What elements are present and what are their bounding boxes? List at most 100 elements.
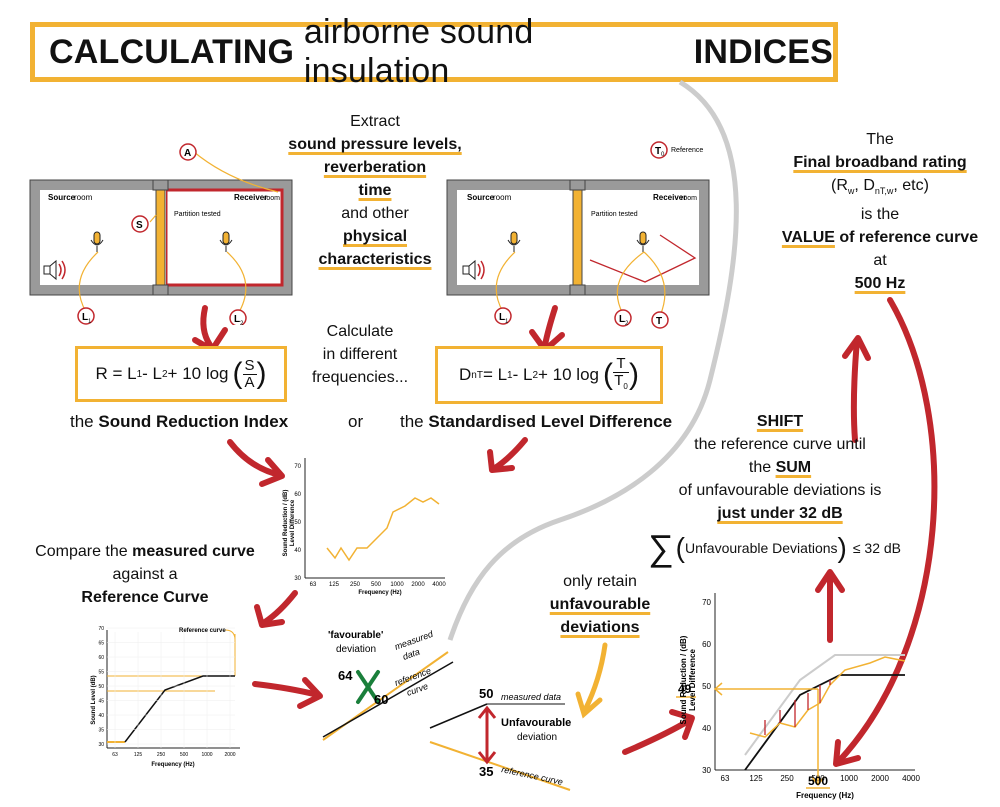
- svg-text:L: L: [234, 314, 240, 325]
- left-partition-label: Partition tested: [174, 211, 221, 218]
- left-room-diagram: Source room Receiver room Partition test…: [29, 143, 293, 325]
- svg-text:2: 2: [240, 321, 244, 325]
- final-xtick: 4000: [902, 774, 920, 783]
- tag-t0: [650, 141, 668, 159]
- only-retain-text: only retain unfavourable deviations: [549, 573, 651, 636]
- or-label: or: [348, 412, 364, 431]
- final-xtick: 2000: [871, 774, 889, 783]
- final-rating-text: The Final broadband rating (Rw, DnT,w, e…: [781, 131, 979, 293]
- measured-xtick: 1000: [390, 582, 404, 588]
- final-ylabel-2: Level Difference: [688, 649, 697, 711]
- svg-text:L: L: [82, 312, 88, 323]
- measured-ylabel-2: Level Difference: [290, 499, 296, 546]
- title-middle: airborne sound insulation: [303, 13, 534, 90]
- main-title: CALCULATING airborne sound insulation IN…: [30, 13, 838, 90]
- final-ytick: 70: [702, 598, 711, 607]
- left-receiver-label: Receiver: [234, 193, 267, 202]
- measured-series-line: [326, 497, 440, 562]
- reference-xtick: 2000: [224, 752, 235, 758]
- value-50: 50: [479, 686, 493, 701]
- final-ytick: 50: [702, 682, 711, 691]
- reference-ytick: 45: [98, 699, 104, 705]
- svg-text:'favourable': 'favourable': [328, 630, 383, 641]
- reference-ytick: 60: [98, 655, 104, 661]
- reference-curve-annotation: Reference curve: [179, 628, 226, 634]
- reference-xtick: 63: [112, 752, 118, 758]
- final-ytick: 60: [702, 640, 711, 649]
- speaker-icon: [462, 259, 485, 281]
- left-source-label: Source: [48, 193, 76, 202]
- microphone-icon: [90, 231, 104, 252]
- right-room-diagram: Source room Receiver room Partition test…: [446, 141, 710, 329]
- sound-reduction-index-label: the Sound Reduction Index: [70, 412, 289, 431]
- cross-icon: [356, 670, 380, 704]
- unfavourable-deviation-diagram: 50 measured data Unfavourable deviation …: [429, 686, 571, 791]
- grey-divider-curve: [447, 79, 739, 641]
- reference-xtick: 250: [157, 752, 166, 758]
- reference-label: Reference: [671, 147, 703, 154]
- svg-text:room: room: [264, 195, 280, 202]
- reference-ytick: 70: [98, 626, 104, 632]
- tag-t: [651, 311, 669, 329]
- reference-ytick: 55: [98, 670, 104, 676]
- microphone-icon: [636, 231, 650, 252]
- reference-ytick: 50: [98, 684, 104, 690]
- measured-xtick: 2000: [411, 582, 425, 588]
- tag-l2: [229, 309, 247, 325]
- measured-xtick: 63: [310, 582, 317, 588]
- favourable-deviation-diagram: 'favourable' deviation 64 60 measured da…: [322, 628, 454, 741]
- svg-text:A: A: [184, 148, 191, 159]
- shift-text: SHIFT the reference curve until the SUM …: [678, 413, 882, 522]
- tag-l1: [494, 307, 512, 325]
- svg-text:T: T: [656, 316, 662, 327]
- tag-a: [179, 143, 197, 161]
- value-64: 64: [338, 668, 353, 683]
- svg-text:1: 1: [505, 319, 509, 325]
- reference-ylabel: Sound Level (dB): [91, 675, 97, 724]
- final-ytick: 40: [702, 724, 711, 733]
- microphone-icon: [219, 231, 233, 252]
- reference-ytick: 65: [98, 641, 104, 647]
- right-source-label: Source: [467, 193, 495, 202]
- reference-ytick: 30: [98, 742, 104, 748]
- right-partition-label: Partition tested: [591, 211, 638, 218]
- measured-xtick: 250: [350, 582, 361, 588]
- reference-xtick: 125: [134, 752, 143, 758]
- final-xtick: 250: [780, 774, 794, 783]
- svg-text:room: room: [681, 195, 697, 202]
- final-xlabel: Frequency (Hz): [796, 791, 854, 800]
- speaker-icon: [43, 259, 66, 281]
- sum-formula: ∑ ( Unfavourable Deviations ) ≤ 32 dB: [648, 527, 902, 568]
- reference-xtick: 1000: [201, 752, 212, 758]
- compare-text: Compare the measured curve against a Ref…: [35, 543, 255, 606]
- svg-text:L: L: [619, 314, 625, 325]
- measured-xtick: 4000: [432, 582, 446, 588]
- svg-text:reference curve: reference curve: [501, 764, 564, 787]
- reference-ytick: 40: [98, 713, 104, 719]
- final-xtick: 63: [721, 774, 730, 783]
- reference-xlabel: Frequency (Hz): [151, 762, 194, 768]
- svg-text:S: S: [136, 220, 143, 231]
- svg-text:2: 2: [625, 321, 629, 327]
- svg-text:room: room: [74, 193, 93, 202]
- measured-xlabel: Frequency (Hz): [358, 590, 401, 596]
- tag-s: [131, 215, 149, 233]
- arrow-index-to-chart: [227, 439, 283, 478]
- value-60: 60: [374, 692, 388, 707]
- measured-ytick: 70: [294, 464, 301, 470]
- svg-text:measured data: measured data: [501, 692, 561, 702]
- svg-text:L: L: [499, 312, 505, 323]
- final-xtick: 125: [749, 774, 763, 783]
- svg-text:deviation: deviation: [336, 644, 376, 655]
- measured-ytick: 50: [294, 520, 301, 526]
- arrow-final-to-500: [837, 297, 938, 763]
- measured-ytick: 60: [294, 492, 301, 498]
- svg-text:room: room: [493, 193, 512, 202]
- final-ytick: 30: [702, 766, 711, 775]
- final-xtick: 1000: [840, 774, 858, 783]
